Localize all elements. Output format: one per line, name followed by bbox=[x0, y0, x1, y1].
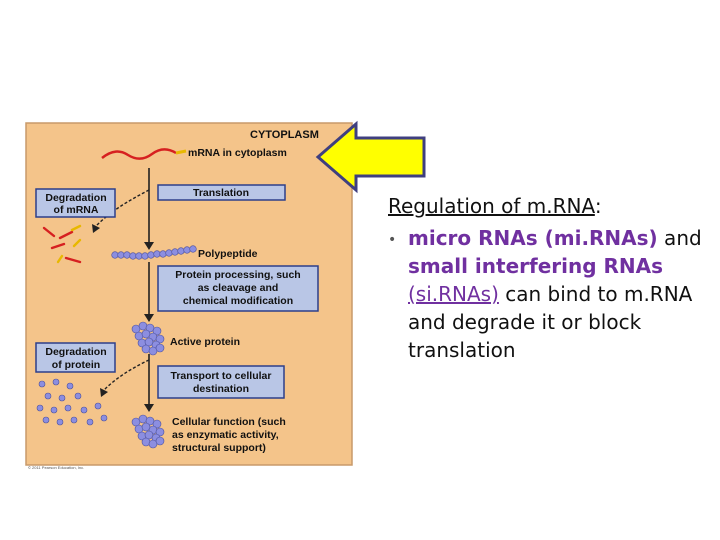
polypeptide-label: Polypeptide bbox=[198, 248, 258, 260]
bullet-item: • micro RNAs (mi.RNAs) and small interfe… bbox=[388, 224, 718, 364]
bullet-body: micro RNAs (mi.RNAs) and small interferi… bbox=[408, 224, 718, 364]
sirna-term: small interfering RNAs bbox=[408, 254, 664, 278]
slide-heading-row: Regulation of m.RNA: bbox=[388, 192, 718, 220]
active-protein-label: Active protein bbox=[170, 336, 240, 348]
cytoplasm-label: CYTOPLASM bbox=[250, 129, 319, 141]
slide-heading-colon: : bbox=[594, 194, 602, 218]
function-line1: Cellular function (such bbox=[172, 416, 286, 428]
slide-text: Regulation of m.RNA: • micro RNAs (mi.RN… bbox=[388, 192, 718, 364]
mrna-tail bbox=[175, 149, 187, 155]
translation-box bbox=[157, 184, 286, 201]
degradation-mrna-box bbox=[35, 188, 116, 218]
mrna-fragments bbox=[42, 224, 82, 264]
figure-credit: © 2011 Pearson Education, Inc. bbox=[28, 465, 85, 470]
processing-line1: Protein processing, such bbox=[175, 269, 300, 281]
mrna-strand bbox=[101, 148, 177, 160]
flow-arrows bbox=[144, 168, 154, 412]
degradation-protein-box bbox=[35, 342, 116, 373]
sirna-abbrev: (si.RNAs) bbox=[408, 282, 499, 306]
degradation-protein-line1: Degradation bbox=[45, 346, 106, 358]
processing-line2: as cleavage and bbox=[198, 282, 279, 294]
degradation-arrowhead-protein bbox=[100, 388, 108, 397]
degradation-arrows bbox=[95, 189, 150, 391]
callout-arrow bbox=[315, 120, 426, 194]
degraded-protein-dots bbox=[36, 378, 108, 426]
polypeptide-chain bbox=[111, 245, 197, 260]
slide-heading: Regulation of m.RNA bbox=[388, 194, 595, 218]
active-protein-cluster bbox=[131, 321, 165, 356]
mirna-term: micro RNAs (mi.RNAs) bbox=[408, 226, 658, 250]
degradation-mrna-line1: Degradation bbox=[45, 192, 106, 204]
transport-box bbox=[157, 365, 285, 399]
bullet-rest: can bind to m.RNA and degrade it or bloc… bbox=[408, 282, 693, 362]
translation-label: Translation bbox=[193, 187, 249, 199]
transport-line1: Transport to cellular bbox=[171, 370, 272, 382]
processing-box bbox=[157, 265, 319, 312]
bullet-and: and bbox=[657, 226, 702, 250]
degradation-mrna-line2: of mRNA bbox=[54, 204, 99, 216]
functional-protein-cluster bbox=[131, 414, 165, 449]
transport-line2: destination bbox=[193, 383, 249, 395]
mrna-label: mRNA in cytoplasm bbox=[188, 147, 287, 159]
bullet-mark: • bbox=[388, 232, 397, 248]
processing-line3: chemical modification bbox=[183, 295, 293, 307]
degradation-arrowhead-mrna bbox=[92, 224, 100, 233]
degradation-protein-line2: of protein bbox=[52, 359, 100, 371]
function-line2: as enzymatic activity, bbox=[172, 429, 279, 441]
function-line3: structural support) bbox=[172, 442, 266, 454]
